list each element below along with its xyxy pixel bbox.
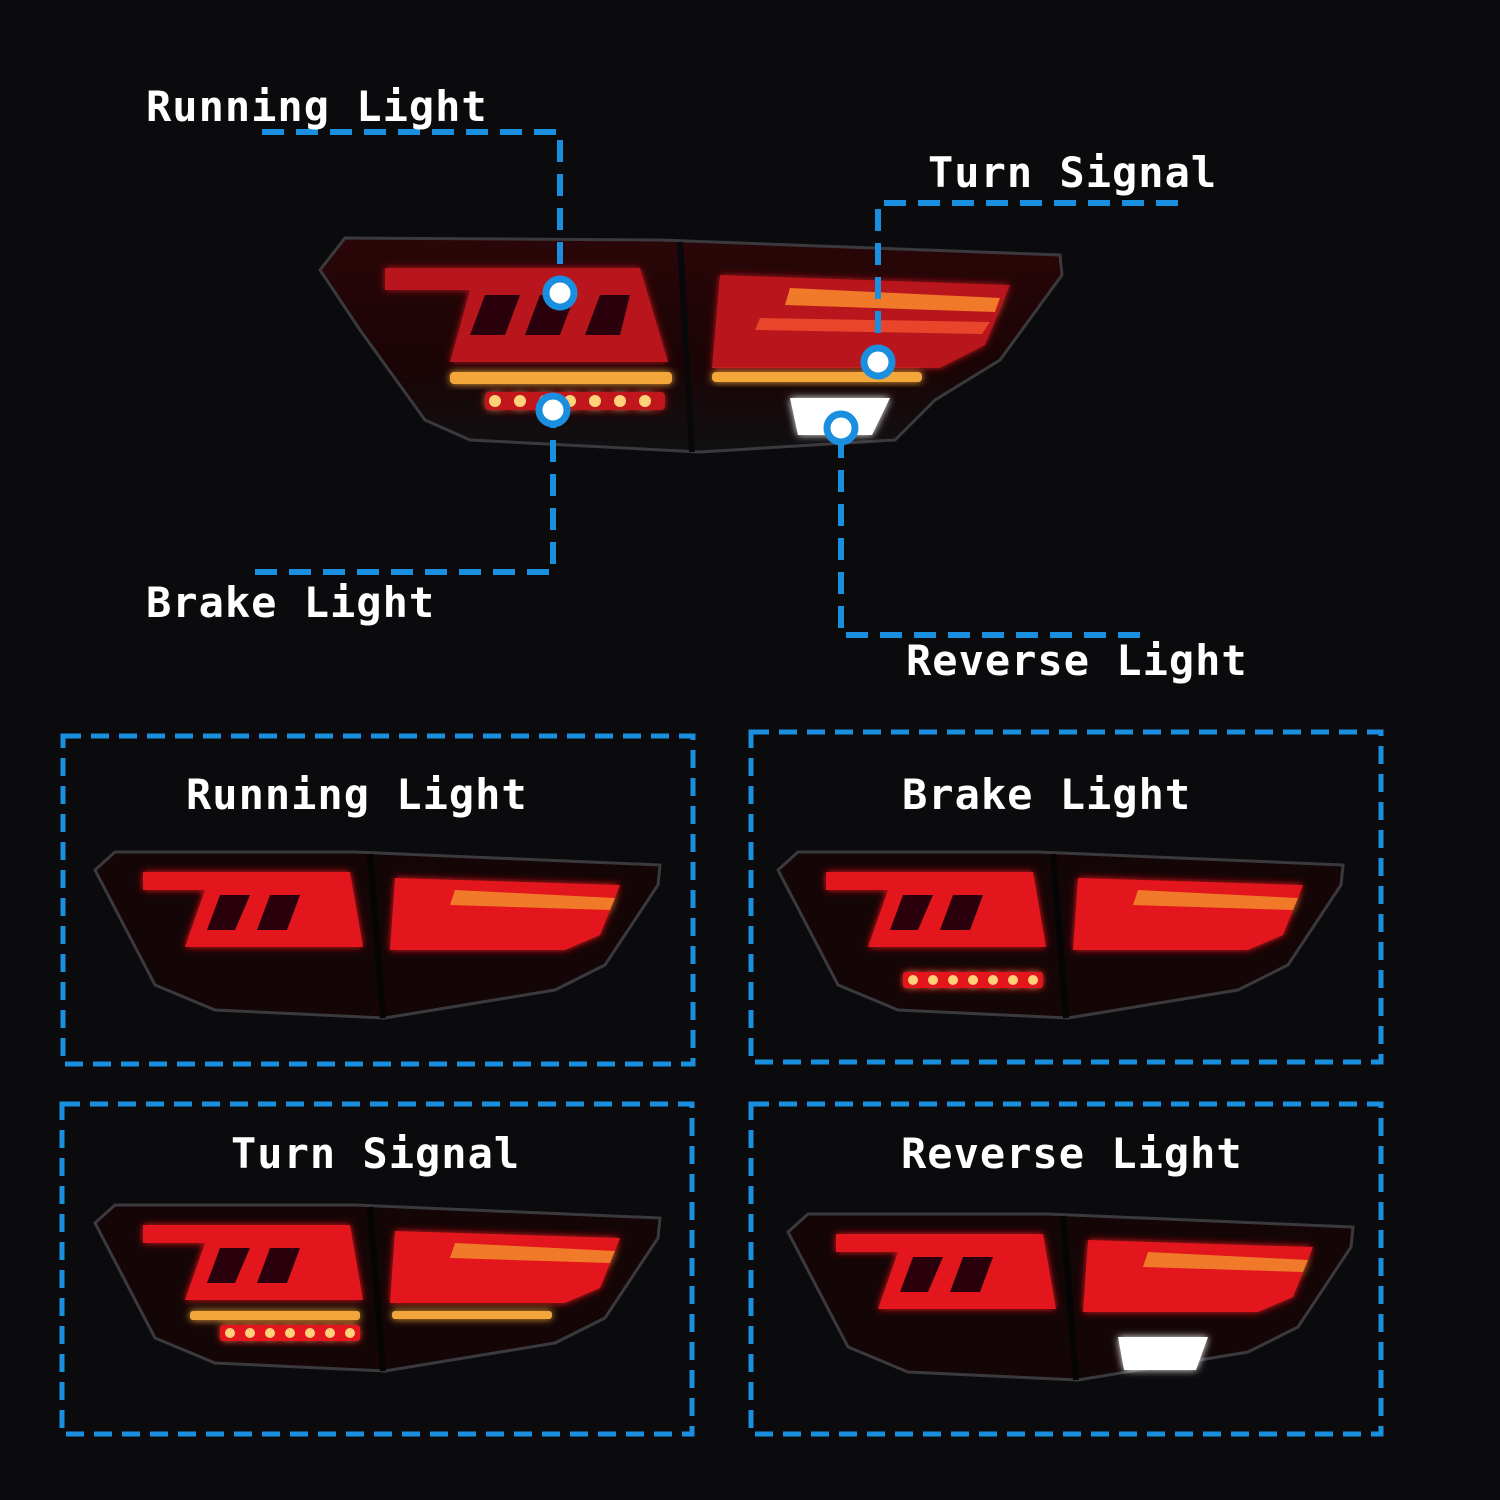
panel-title-brake: Brake Light bbox=[902, 770, 1192, 819]
panel-title-turn: Turn Signal bbox=[231, 1129, 521, 1178]
lamp-divider bbox=[1050, 853, 1069, 1019]
brake-led bbox=[345, 1328, 355, 1338]
reverse-lens bbox=[1118, 1337, 1208, 1370]
running-stroke-right bbox=[1073, 878, 1303, 950]
running-stroke-right bbox=[1083, 1240, 1313, 1312]
brake-led bbox=[325, 1328, 335, 1338]
lamp-divider bbox=[367, 1206, 386, 1372]
panel-lamp-running bbox=[93, 850, 662, 1020]
brake-led bbox=[285, 1328, 295, 1338]
main-lamp-diagram bbox=[255, 129, 1178, 638]
brake-led bbox=[928, 975, 938, 985]
brake-led bbox=[1008, 975, 1018, 985]
brake-led bbox=[265, 1328, 275, 1338]
panel-border-turn bbox=[59, 1101, 695, 1437]
reverse-light-callout-label: Reverse Light bbox=[906, 636, 1248, 685]
stroke-gap bbox=[900, 1257, 943, 1292]
lamp-divider bbox=[367, 853, 386, 1019]
brake-light-callout-label: Brake Light bbox=[146, 578, 436, 627]
running-stroke-left bbox=[143, 1225, 363, 1300]
brake-led bbox=[988, 975, 998, 985]
turn-strip-right bbox=[392, 1311, 552, 1319]
panel-lamp-brake bbox=[776, 850, 1345, 1020]
panel-border-reverse bbox=[748, 1101, 1384, 1437]
panel-border-running bbox=[60, 733, 696, 1067]
turn-signal-marker bbox=[860, 344, 896, 380]
reverse-light-marker bbox=[823, 410, 859, 446]
stroke-gap bbox=[940, 895, 983, 930]
stroke-gap bbox=[257, 1248, 300, 1283]
brake-led bbox=[305, 1328, 315, 1338]
callout-markers bbox=[535, 275, 896, 446]
brake-led bbox=[968, 975, 978, 985]
lamp-lights bbox=[143, 1225, 620, 1341]
running-light-callout-label: Running Light bbox=[146, 82, 488, 131]
lamp-lights bbox=[143, 872, 620, 950]
stroke-gap bbox=[207, 1248, 250, 1283]
lamp-divider bbox=[1060, 1215, 1079, 1381]
amber-accent bbox=[450, 1243, 615, 1263]
amber-accent bbox=[1133, 890, 1298, 910]
callout-lines bbox=[255, 129, 1178, 638]
stroke-gap bbox=[257, 895, 300, 930]
brake-light-marker bbox=[535, 392, 571, 428]
running-stroke-right bbox=[390, 878, 620, 950]
running-stroke-left bbox=[826, 872, 1046, 947]
stroke-gap bbox=[207, 895, 250, 930]
brake-led bbox=[245, 1328, 255, 1338]
lamp-lights bbox=[836, 1234, 1313, 1370]
running-light-marker bbox=[542, 275, 578, 311]
panel-lamp-turn bbox=[93, 1203, 662, 1373]
stroke-gap bbox=[890, 895, 933, 930]
running-stroke-left bbox=[836, 1234, 1056, 1309]
panel-lamp-reverse bbox=[786, 1212, 1355, 1382]
panel-title-reverse: Reverse Light bbox=[901, 1129, 1243, 1178]
turn-signal-strip-left bbox=[450, 372, 672, 384]
turn-signal-callout-label: Turn Signal bbox=[928, 148, 1218, 197]
amber-accent bbox=[450, 890, 615, 910]
brake-led bbox=[948, 975, 958, 985]
running-light-strokes-right bbox=[712, 275, 1010, 368]
brake-led bbox=[908, 975, 918, 985]
running-light-strokes-left bbox=[385, 268, 668, 362]
lamp-lights bbox=[826, 872, 1303, 988]
amber-accent bbox=[1143, 1252, 1308, 1272]
stroke-gap bbox=[950, 1257, 993, 1292]
brake-led bbox=[225, 1328, 235, 1338]
brake-led bbox=[1028, 975, 1038, 985]
turn-strip-left bbox=[190, 1311, 360, 1320]
panel-borders bbox=[59, 729, 1384, 1437]
panel-title-running: Running Light bbox=[186, 770, 528, 819]
running-stroke-left bbox=[143, 872, 363, 947]
running-stroke-right bbox=[390, 1231, 620, 1303]
reverse-light-callout-line bbox=[838, 440, 1140, 638]
panel-border-brake bbox=[748, 729, 1384, 1065]
